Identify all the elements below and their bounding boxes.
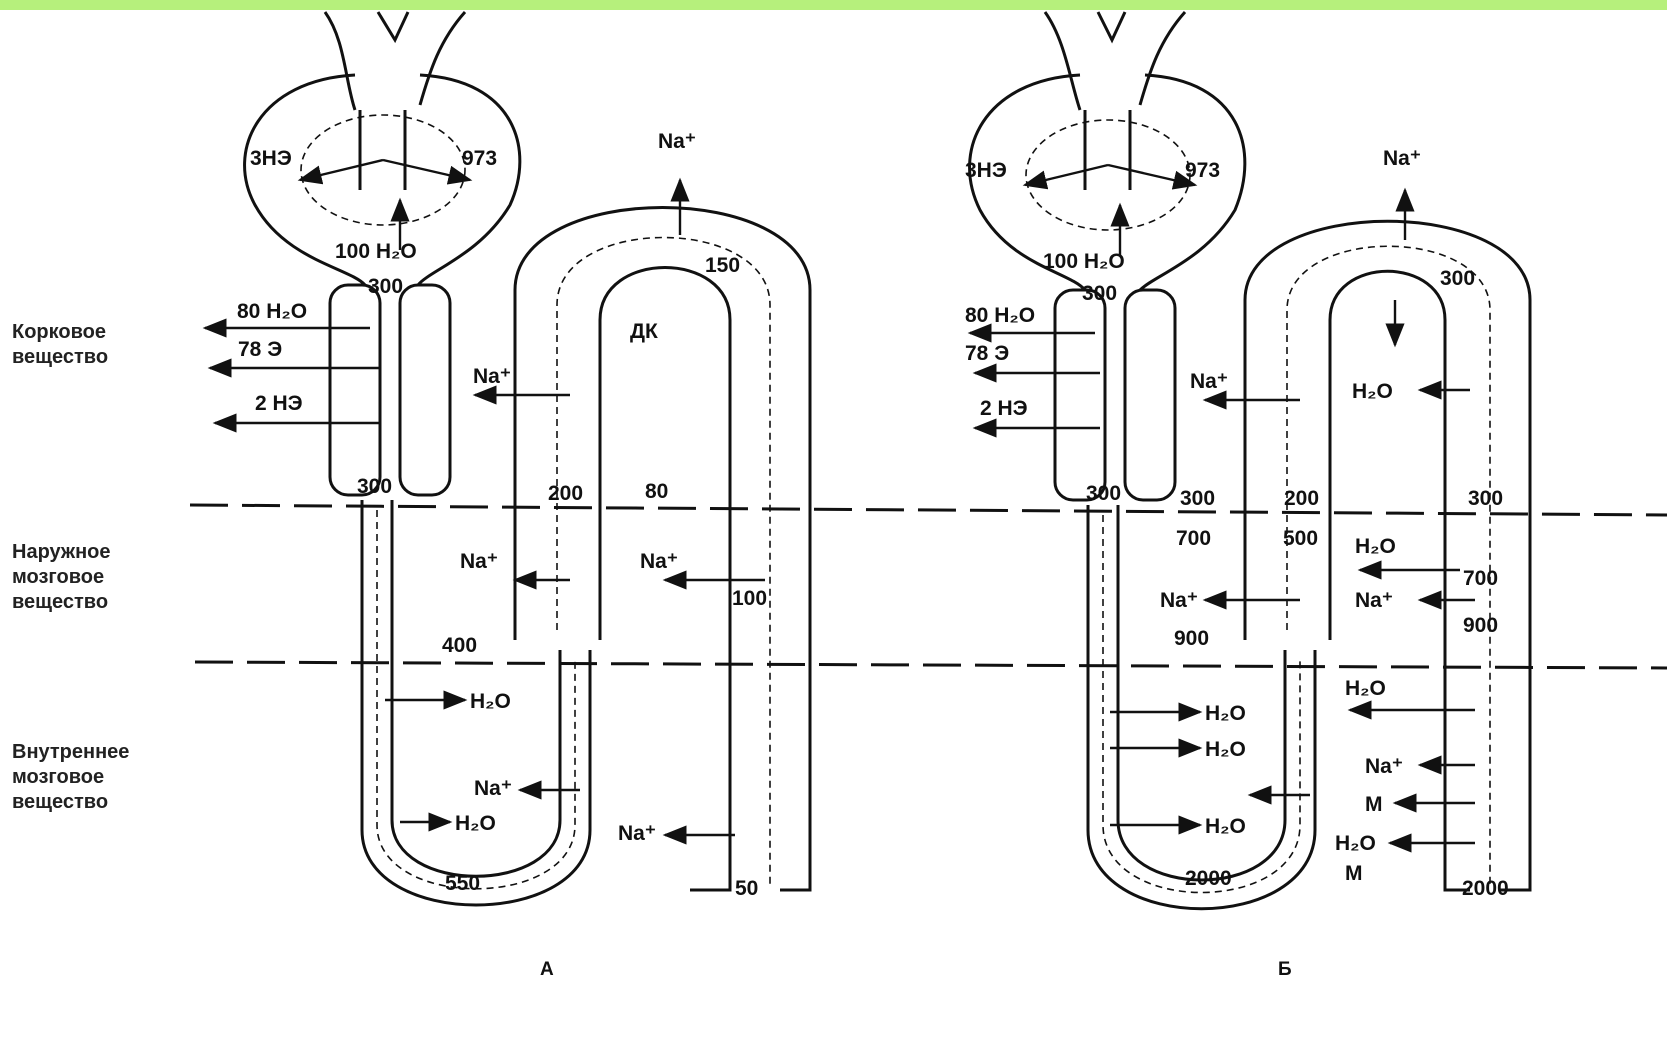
panel-b-label-osm-900: 900 [1174, 627, 1209, 650]
panel-b-labels: 3НЭ 973 100 H₂O 300 80 H₂O 78 Э 2 НЭ 300… [965, 147, 1509, 980]
panel-a-label-dk: ДК [630, 320, 658, 343]
panel-b-ascending-inner [1330, 271, 1470, 890]
panel-a-labels: 3НЭ 973 100 H₂O 300 80 H₂O 78 Э 2 НЭ 300… [237, 130, 767, 980]
panel-a-label-h2o-reabs: 80 H₂O [237, 300, 307, 323]
panel-b-arteriole [1085, 110, 1130, 190]
panel-a-label-osm-200: 200 [548, 482, 583, 505]
panel-a-label-na-thick: Na⁺ [473, 365, 511, 388]
panel-b-vessels [1045, 12, 1185, 110]
panel-a-label-osm-prox-end: 300 [357, 475, 392, 498]
panel-a-caption: А [540, 959, 554, 980]
panel-b-label-ne-reabs: 2 НЭ [980, 397, 1028, 420]
panel-a-label-h2o-desc2: H₂O [455, 812, 496, 835]
panel-b-label-osm-200: 200 [1284, 487, 1319, 510]
panel-b-label-osm-300-cd: 300 [1468, 487, 1503, 510]
panel-b-label-osm-2000: 2000 [1185, 867, 1232, 890]
panel-a-label-na-cd2: Na⁺ [618, 822, 656, 845]
panel-b-label-osm-900-cd: 900 [1463, 614, 1498, 637]
panel-a-label-ne-reabs: 2 НЭ [255, 392, 303, 415]
panel-a-glomerulus [301, 115, 465, 225]
panel-a-label-osm-50: 50 [735, 877, 758, 900]
panel-b-proximal-left [1055, 290, 1105, 500]
panel-a-proximal-left [330, 285, 380, 495]
panel-b-label-h2o-filtered: 100 H₂O [1043, 250, 1125, 273]
panel-a-ascending-inner [600, 268, 730, 891]
panel-b-label-ne: 3НЭ [965, 159, 1007, 182]
panel-b-label-osm-prox-end: 300 [1086, 482, 1121, 505]
panel-a-arrows [205, 160, 765, 835]
panel-b-label-e: 973 [1185, 159, 1220, 182]
panel-a-label-e: 973 [462, 147, 497, 170]
panel-a-label-osm-150: 150 [705, 254, 740, 277]
panel-b-label-osm-700-cd: 700 [1463, 567, 1498, 590]
panel-b-label-h2o-inner2: H₂O [1335, 832, 1376, 855]
panel-b-label-h2o-d1: H₂O [1205, 702, 1246, 725]
panel-b-label-osm-300b: 300 [1180, 487, 1215, 510]
panel-b-label-na-asc: Na⁺ [1190, 370, 1228, 393]
panel-a-label-osm-80: 80 [645, 480, 668, 503]
panel-a-label-na-cd1: Na⁺ [640, 550, 678, 573]
panel-a-label-h2o-desc1: H₂O [470, 690, 511, 713]
panel-b-label-h2o-d2: H₂O [1205, 738, 1246, 761]
panel-b-proximal-right [1125, 290, 1175, 500]
panel-a-label-osm-top: 300 [368, 275, 403, 298]
panel-b-ascending-lumen [1287, 246, 1490, 885]
panel-b-label-na-top: Na⁺ [1383, 147, 1421, 170]
panel-b-label-e-reabs: 78 Э [965, 342, 1009, 365]
panel-a-label-na-thick2: Na⁺ [460, 550, 498, 573]
panel-b-label-na-inner: Na⁺ [1365, 755, 1403, 778]
panel-b-loop-lumen [1103, 515, 1300, 893]
panel-a-label-osm-100: 100 [732, 587, 767, 610]
panel-b-label-h2o-outer: H₂O [1355, 535, 1396, 558]
panel-b-label-h2o-d3: H₂O [1205, 815, 1246, 838]
panel-a-label-ne: 3НЭ [250, 147, 292, 170]
panel-b-loop-inner [1118, 505, 1285, 880]
panel-a-label-osm-bend: 550 [445, 872, 480, 895]
panel-b-label-osm-700: 700 [1176, 527, 1211, 550]
panel-b-label-osm-2000-cd: 2000 [1462, 877, 1509, 900]
panel-a-nephron [245, 12, 810, 905]
panel-b-label-osm-top: 300 [1082, 282, 1117, 305]
panel-b-glomerulus [1026, 120, 1190, 230]
panel-b-label-osm-300-top: 300 [1440, 267, 1475, 290]
panel-a-label-e-reabs: 78 Э [238, 338, 282, 361]
panel-b-loop-outer [1088, 505, 1315, 909]
panel-b-label-m-bend: M [1345, 862, 1363, 885]
panel-a-label-na-top: Na⁺ [658, 130, 696, 153]
panel-b-label-h2o-cortex: H₂O [1352, 380, 1393, 403]
panel-b-label-h2o-reabs: 80 H₂O [965, 304, 1035, 327]
panel-b-capsule-right [1140, 75, 1245, 290]
panel-a-label-osm-400: 400 [442, 634, 477, 657]
panel-b-label-m-inner: M [1365, 793, 1383, 816]
panel-b-caption: Б [1278, 959, 1292, 980]
panel-a-vessels [325, 12, 465, 110]
panel-b-label-osm-500: 500 [1283, 527, 1318, 550]
panel-a-proximal-right [400, 285, 450, 495]
panel-a-label-h2o-filtered: 100 H₂O [335, 240, 417, 263]
panel-b-label-h2o-inner1: H₂O [1345, 677, 1386, 700]
panel-a-label-na-thin: Na⁺ [474, 777, 512, 800]
panel-b-label-na-cd: Na⁺ [1355, 589, 1393, 612]
panel-a-arteriole [360, 110, 405, 190]
panel-b-label-na-outer: Na⁺ [1160, 589, 1198, 612]
panel-b-nephron [970, 12, 1530, 909]
